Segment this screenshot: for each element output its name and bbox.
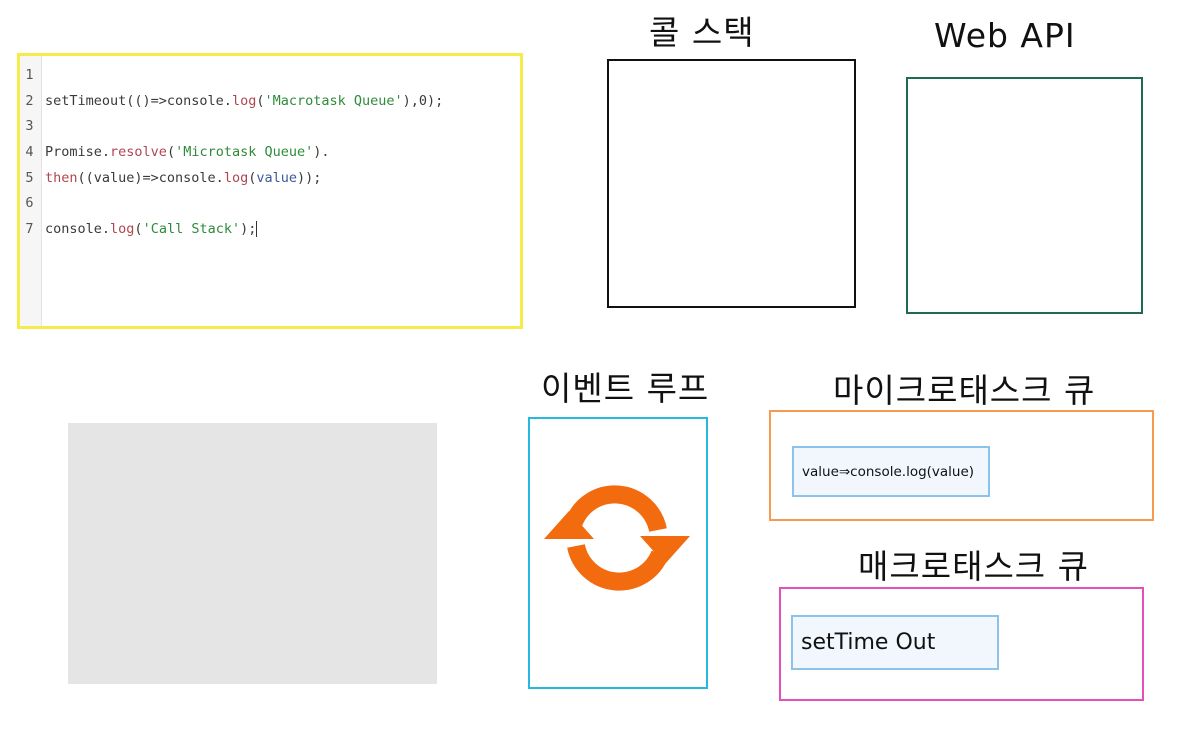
line-number: 6 (25, 195, 34, 212)
code-token: ( (134, 221, 143, 238)
line-number: 7 (25, 221, 34, 238)
code-token: Promise. (45, 144, 111, 161)
code-token: )); (297, 169, 322, 186)
line-number: 3 (25, 118, 34, 135)
code-line[interactable]: 6 (20, 191, 520, 217)
microtask-queue-title: 마이크로태스크 큐 (833, 371, 1096, 410)
code-token: ); (240, 221, 257, 238)
console-output-panel (68, 423, 437, 684)
code-token: log (223, 169, 249, 186)
code-token: ((value)=>console. (77, 169, 224, 186)
code-token: console. (45, 221, 111, 238)
code-token: ( (248, 169, 257, 186)
code-token: setTimeout(()=>console. (45, 92, 232, 109)
line-number: 5 (25, 169, 34, 186)
code-token: log (231, 92, 257, 109)
call-stack-title: 콜 스택 (649, 13, 755, 52)
line-number: 2 (25, 92, 34, 109)
code-text: console.log('Call Stack'); (45, 217, 258, 243)
web-api-box (906, 77, 1143, 314)
code-token: 'Call Stack' (142, 221, 241, 238)
code-line[interactable]: 5 then((value)=>console.log(value)); (20, 166, 520, 192)
code-token: then (45, 169, 78, 186)
code-text: then((value)=>console.log(value)); (45, 166, 321, 192)
code-line[interactable]: 1 (20, 63, 520, 89)
code-token: ( (166, 144, 176, 161)
event-loop-box (528, 417, 708, 689)
code-token: ),0); (402, 92, 444, 109)
code-token: value (256, 169, 297, 186)
call-stack-box (607, 59, 856, 308)
line-number-gutter (20, 56, 42, 326)
code-line[interactable]: 2 setTimeout(()=>console.log('Macrotask Q… (20, 89, 520, 115)
code-line[interactable]: 3 (20, 114, 520, 140)
code-line[interactable]: 7 console.log('Call Stack'); (20, 217, 520, 243)
refresh-cycle-icon (544, 485, 690, 591)
code-token: 'Microtask Queue' (175, 144, 314, 161)
line-number: 1 (25, 67, 34, 83)
macrotask-item: setTime Out (791, 615, 999, 670)
code-text: Promise.resolve('Microtask Queue'). (45, 140, 330, 166)
code-token: ( (256, 92, 265, 109)
line-number: 4 (25, 144, 34, 161)
macrotask-queue-title: 매크로태스크 큐 (858, 547, 1090, 586)
code-line[interactable]: 4 Promise.resolve('Microtask Queue'). (20, 140, 520, 166)
microtask-item: value⇒console.log(value) (792, 446, 990, 497)
code-text: setTimeout(()=>console.log('Macrotask Qu… (45, 89, 443, 115)
macrotask-queue-box (779, 587, 1144, 701)
code-token: 'Macrotask Queue' (264, 92, 403, 109)
code-token: ). (313, 144, 330, 161)
text-caret (256, 221, 258, 238)
event-loop-title: 이벤트 루프 (541, 369, 710, 408)
web-api-title: Web API (934, 16, 1076, 55)
code-token: log (110, 221, 135, 238)
code-token: resolve (110, 144, 167, 161)
